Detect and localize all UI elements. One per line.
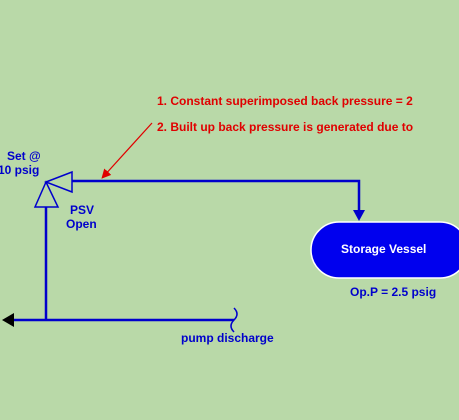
flow-arrow-icon: [353, 210, 365, 221]
line-break-icon: [230, 307, 238, 333]
pump-discharge-label: pump discharge: [181, 331, 274, 345]
psv-label: PSV: [70, 203, 95, 217]
vessel-operating-pressure: Op.P = 2.5 psig: [350, 285, 437, 299]
note-constant-back-pressure: 1. Constant superimposed back pressure =…: [157, 94, 413, 108]
psv-valve-icon: [33, 170, 73, 208]
outlet-pipe: [70, 179, 361, 212]
storage-vessel: [310, 221, 459, 279]
psv-set-pressure: 10 psig: [0, 163, 40, 177]
psv-set-label: Set @: [7, 149, 41, 163]
pump-outlet-arrow-icon: [2, 313, 14, 327]
annotation-pointer: [101, 122, 153, 179]
psv-state: Open: [66, 217, 97, 231]
vessel-label: Storage Vessel: [341, 242, 427, 256]
note-built-up-back-pressure: 2. Built up back pressure is generated d…: [157, 120, 414, 134]
